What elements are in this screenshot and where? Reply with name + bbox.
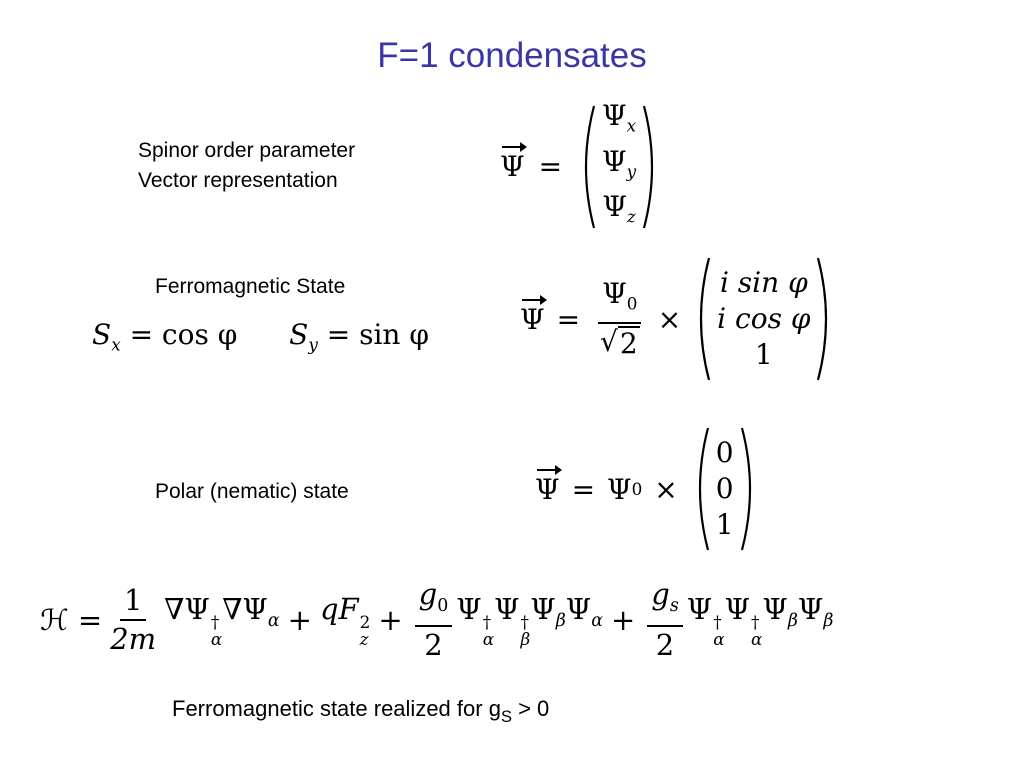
footer-subscript: S (500, 707, 512, 726)
spinor-vector-equation: Ψ = Ψx Ψy Ψz (500, 98, 662, 235)
footer-statement: Ferromagnetic state realized for gS > 0 (172, 694, 549, 732)
right-paren-icon (740, 427, 751, 551)
right-paren-icon (817, 257, 828, 381)
left-paren-icon (700, 257, 711, 381)
psi-vector-symbol: Ψ (500, 142, 527, 184)
left-paren-icon (698, 427, 709, 551)
ferro-prefactor: Ψ0 √2 (596, 277, 644, 360)
ferromagnetic-state-equation: Ψ = Ψ0 √2 × i sin φ i cos φ 1 (520, 256, 836, 382)
right-paren-icon (643, 105, 654, 228)
ferromagnetic-label: Ferromagnetic State (155, 275, 346, 298)
sx-value: = cos φ (129, 318, 238, 351)
ferro-components: i sin φ i cos φ 1 (717, 266, 811, 371)
footer-text: Ferromagnetic state realized for g (172, 696, 501, 721)
spinor-label-line2: Vector representation (138, 169, 338, 192)
sy-value: = sin φ (326, 318, 429, 351)
spinor-label-line1: Spinor order parameter (138, 139, 356, 162)
left-paren-icon (584, 105, 596, 228)
spinor-components: Ψx Ψy Ψz (602, 99, 637, 228)
polar-label: Polar (nematic) state (155, 480, 349, 503)
footer-tail: > 0 (511, 696, 550, 721)
slide-title: F=1 condensates (377, 36, 647, 75)
spin-components-equation: Sx = cos φ Sy = sin φ (92, 318, 429, 355)
polar-components: 0 0 1 (715, 436, 734, 541)
spinor-label: Spinor order parameter Vector representa… (138, 136, 355, 196)
